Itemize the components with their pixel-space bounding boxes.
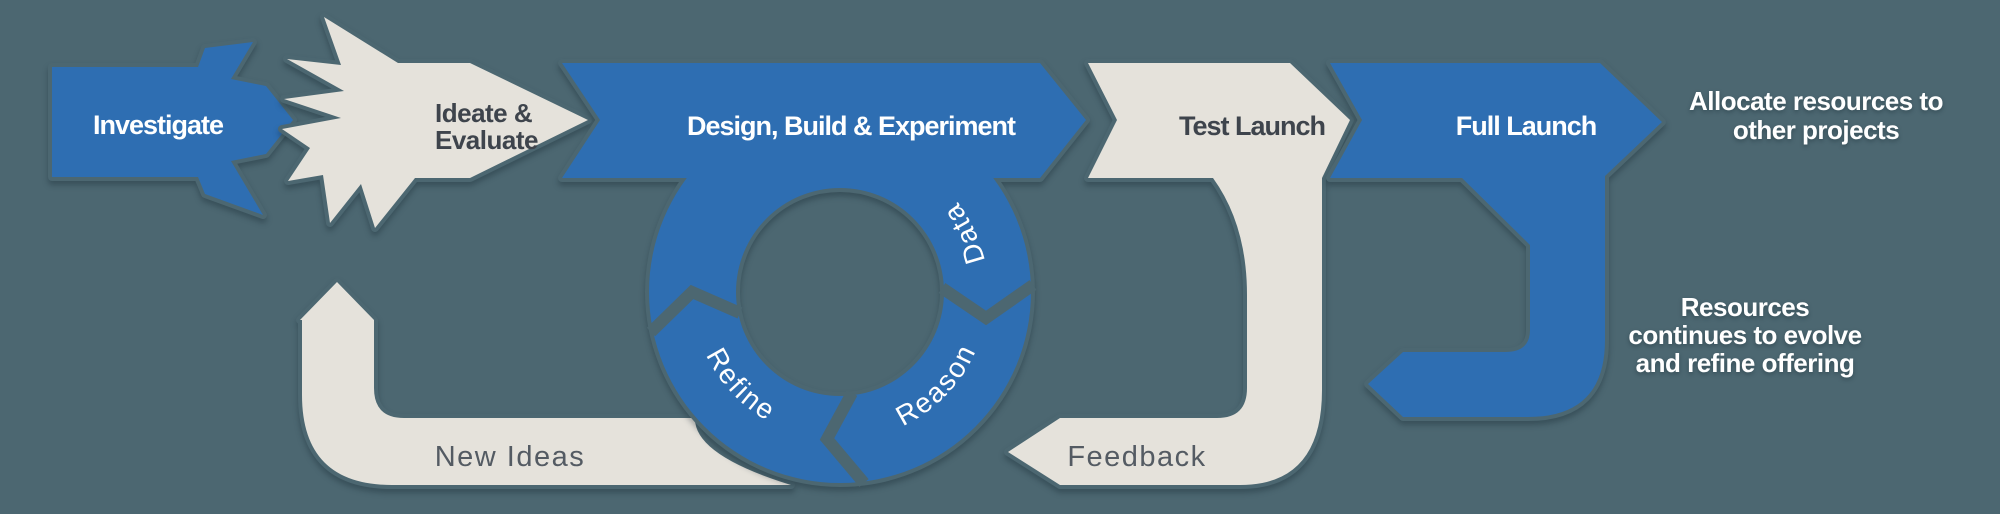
allocate-resources-line2: other projects xyxy=(1733,115,1899,145)
design-build-experiment-label: Design, Build & Experiment xyxy=(687,111,1016,141)
new-ideas-loop-arrow xyxy=(296,278,795,489)
resources-evolve-line2: continues to evolve xyxy=(1628,320,1861,350)
ideate-evaluate-label-line1: Ideate & xyxy=(435,98,532,128)
ideate-evaluate-label-line2: Evaluate xyxy=(435,125,538,155)
new-ideas-label: New Ideas xyxy=(435,441,586,473)
test-launch-arrow-with-feedback-loop xyxy=(1004,59,1354,489)
ideate-evaluate-label: Ideate & Evaluate xyxy=(435,98,538,155)
cycle-flow-chevron-right-icon xyxy=(938,280,1037,326)
cycle-flow-chevron-left-icon xyxy=(646,284,743,337)
ideate-evaluate-burst-arrow xyxy=(278,13,592,232)
cycle-flow-chevron-bottom-icon xyxy=(819,390,869,487)
investigate-arrow xyxy=(48,38,297,219)
design-build-experiment-band-and-cycle-ring xyxy=(558,59,1090,487)
resources-evolve-line1: Resources xyxy=(1681,292,1809,322)
resources-evolve-annotation: Resources continues to evolve and refine… xyxy=(1628,292,1862,378)
test-launch-label: Test Launch xyxy=(1179,111,1325,141)
allocate-resources-annotation: Allocate resources to other projects xyxy=(1689,86,1943,145)
investigate-label: Investigate xyxy=(93,110,224,140)
resources-evolve-line3: and refine offering xyxy=(1636,348,1855,378)
allocate-resources-line1: Allocate resources to xyxy=(1689,86,1943,116)
feedback-label: Feedback xyxy=(1067,441,1206,473)
full-launch-label: Full Launch xyxy=(1456,111,1597,141)
full-launch-arrow-with-resources-loop xyxy=(1326,59,1666,421)
